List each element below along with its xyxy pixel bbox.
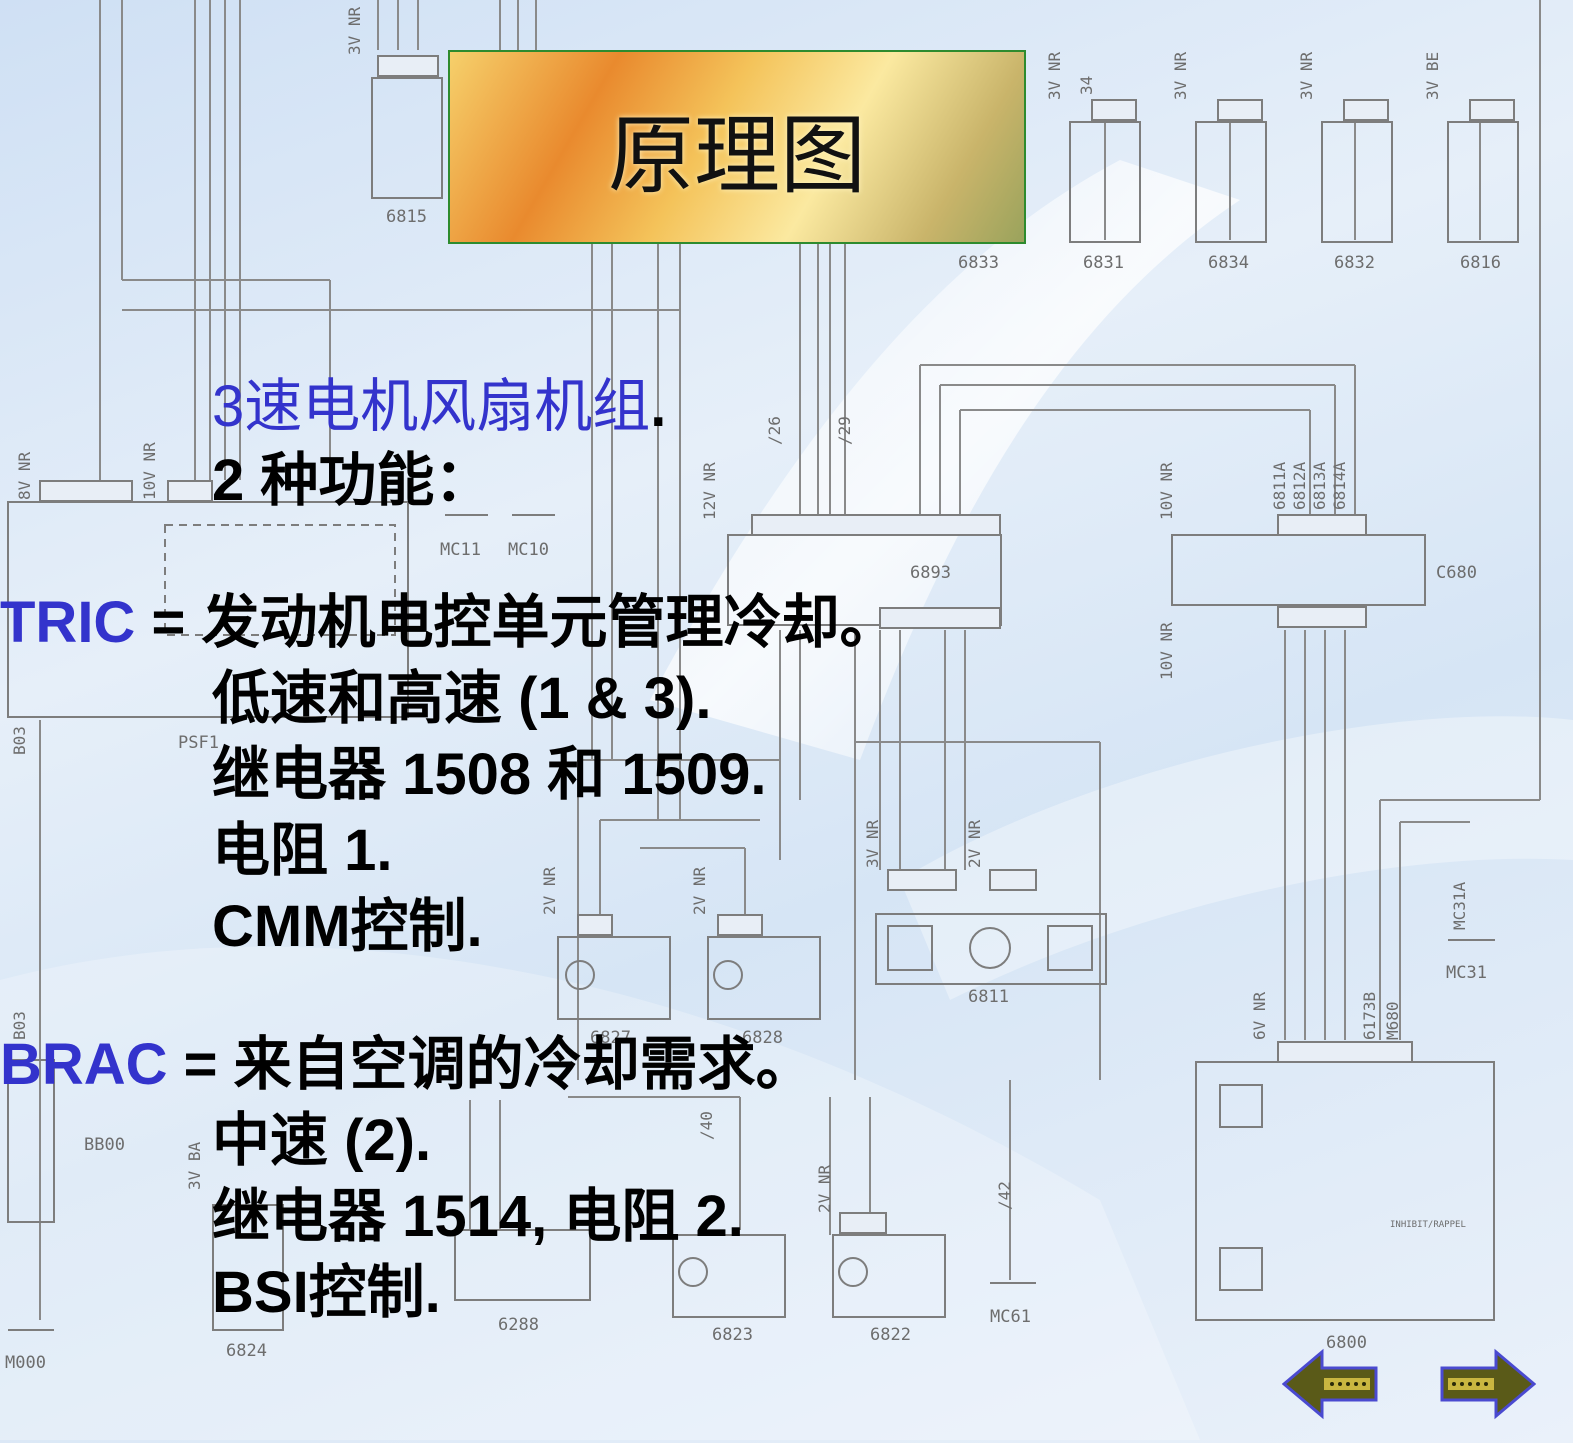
svg-text:MC10: MC10: [508, 540, 549, 560]
svg-text:6831: 6831: [1083, 253, 1124, 273]
function-2-line: 继电器 1514, 电阻 2.: [212, 1184, 744, 1249]
svg-text:2V NR: 2V NR: [965, 819, 984, 868]
svg-text:/29: /29: [835, 416, 854, 445]
function-1-line: 低速和高速 (1 & 3).: [212, 666, 712, 731]
svg-text:6832: 6832: [1334, 253, 1375, 273]
svg-text:2V NR: 2V NR: [540, 866, 559, 915]
function-1-desc: = 发动机电控单元管理冷却。: [151, 590, 898, 655]
svg-text:6800: 6800: [1326, 1333, 1367, 1353]
ground-symbols: [8, 514, 1495, 1331]
svg-text:2V NR: 2V NR: [815, 1164, 834, 1213]
svg-text:6811A: 6811A: [1270, 461, 1289, 510]
svg-text:6822: 6822: [870, 1325, 911, 1345]
svg-text:M680: M680: [1383, 1001, 1402, 1040]
svg-text:6812A: 6812A: [1290, 461, 1309, 510]
svg-text:6V NR: 6V NR: [1250, 991, 1269, 1040]
svg-text:M000: M000: [5, 1353, 46, 1373]
title-banner: 原理图: [448, 50, 1026, 244]
svg-text:6834: 6834: [1208, 253, 1249, 273]
function-2-desc: = 来自空调的冷却需求。: [183, 1032, 814, 1097]
component-boxes: [7, 77, 1519, 1331]
svg-text:C680: C680: [1436, 563, 1477, 583]
svg-text:INHIBIT/RAPPEL: INHIBIT/RAPPEL: [1390, 1220, 1466, 1230]
svg-text:B03: B03: [10, 726, 29, 755]
function-2-line: BSI控制.: [212, 1260, 441, 1325]
svg-text:MC61: MC61: [990, 1307, 1031, 1327]
svg-text:12V NR: 12V NR: [700, 462, 719, 520]
connector-strips: [39, 55, 1515, 1234]
function-2-title: BRAC = 来自空调的冷却需求。: [0, 1036, 814, 1094]
svg-text:/26: /26: [765, 416, 784, 445]
svg-text:10V NR: 10V NR: [1157, 622, 1176, 680]
svg-text:PSF1: PSF1: [178, 733, 219, 753]
svg-text:6288: 6288: [498, 1315, 539, 1335]
function-1-key: TRIC: [0, 590, 136, 655]
svg-text:34: 34: [1077, 76, 1096, 95]
svg-text:3V NR: 3V NR: [863, 819, 882, 868]
function-2-line: 中速 (2).: [212, 1108, 432, 1173]
heading-dot: .: [650, 374, 667, 439]
svg-text:6824: 6824: [226, 1341, 267, 1361]
heading: 3速电机风扇机组.: [212, 378, 666, 436]
svg-text:6828: 6828: [742, 1028, 783, 1048]
svg-text:6833: 6833: [958, 253, 999, 273]
svg-text:MC31A: MC31A: [1450, 881, 1469, 930]
diagram-labels: 6815 6833 6831 6834 6832 6816 6893 C680 MC11…: [5, 207, 1501, 1373]
svg-text:6815: 6815: [386, 207, 427, 227]
svg-text:/42: /42: [995, 1181, 1014, 1210]
svg-text:3V NR: 3V NR: [1171, 51, 1190, 100]
function-1-title: TRIC = 发动机电控单元管理冷却。: [0, 594, 897, 652]
page-title: 原理图: [608, 105, 866, 206]
svg-text:6813A: 6813A: [1310, 461, 1329, 510]
diagram-pin-labels: 34 3V NR 3V NR 3V NR 3V BE 3V NR 8V NR 1…: [10, 6, 1469, 1213]
svg-text:/40: /40: [697, 1111, 716, 1140]
svg-text:B03: B03: [10, 1011, 29, 1040]
wires: [39, 0, 1541, 1320]
svg-text:6816: 6816: [1460, 253, 1501, 273]
function-1-line: 继电器 1508 和 1509.: [212, 742, 767, 807]
svg-text:MC11: MC11: [440, 540, 481, 560]
svg-text:6811: 6811: [968, 987, 1009, 1007]
svg-text:2V NR: 2V NR: [690, 866, 709, 915]
svg-text:6893: 6893: [910, 563, 951, 583]
svg-text:3V BE: 3V BE: [1423, 52, 1442, 100]
svg-text:3V NR: 3V NR: [1297, 51, 1316, 100]
svg-text:6823: 6823: [712, 1325, 753, 1345]
svg-text:6827: 6827: [590, 1028, 631, 1048]
right-arrow-icon[interactable]: [1440, 1348, 1536, 1420]
svg-text:6814A: 6814A: [1330, 461, 1349, 510]
svg-text:10V NR: 10V NR: [1157, 462, 1176, 520]
function-2-key: BRAC: [0, 1032, 168, 1097]
svg-text:MC31: MC31: [1446, 963, 1487, 983]
svg-text:BB00: BB00: [84, 1135, 125, 1155]
heading-text: 速电机风扇机组: [244, 374, 651, 439]
svg-text:3V BA: 3V BA: [185, 1141, 204, 1190]
subheading: 2 种功能：: [212, 448, 493, 513]
svg-text:8V NR: 8V NR: [15, 451, 34, 500]
svg-text:6173B: 6173B: [1360, 992, 1379, 1040]
function-1-line: 电阻 1.: [212, 818, 393, 883]
heading-number: 3: [212, 374, 245, 439]
svg-text:3V NR: 3V NR: [1045, 51, 1064, 100]
svg-text:3V NR: 3V NR: [345, 6, 364, 55]
function-1-line: CMM控制.: [212, 894, 483, 959]
left-arrow-icon[interactable]: [1282, 1348, 1378, 1420]
svg-text:10V NR: 10V NR: [140, 442, 159, 500]
